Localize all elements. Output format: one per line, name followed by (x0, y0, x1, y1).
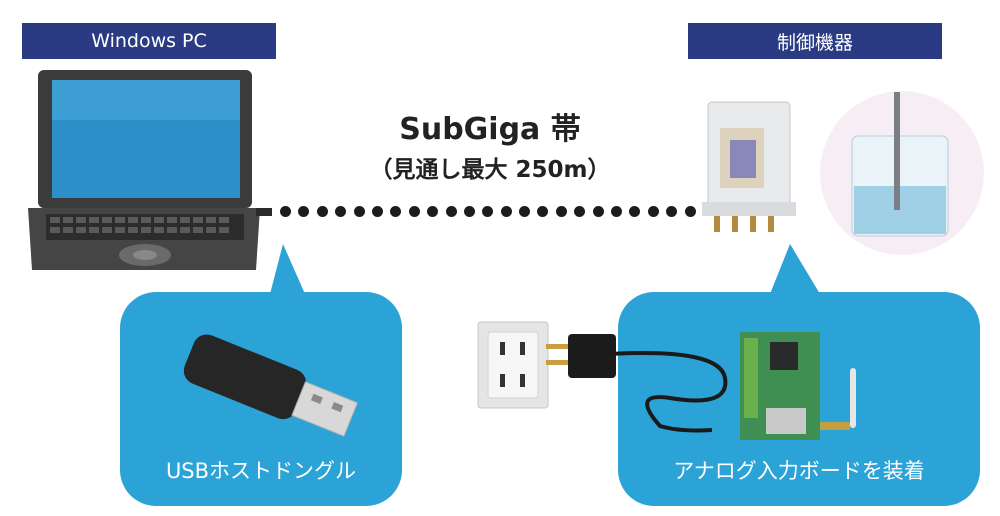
board-bubble-tail (770, 244, 820, 294)
power-adapter-illustration (546, 334, 616, 378)
dongle-bubble-tail (270, 244, 305, 294)
wireless-link-dots (280, 206, 696, 217)
analog-input-board-illustration (609, 332, 856, 440)
power-outlet-illustration (477, 321, 549, 409)
dongle-caption: USBホストドングル (165, 459, 357, 483)
relay-illustration (702, 101, 796, 232)
usb-dongle-illustration (183, 334, 359, 437)
link-title: SubGiga 帯 (399, 112, 581, 147)
device-label: 制御機器 (688, 23, 942, 59)
laptop-illustration (28, 70, 272, 270)
board-caption: アナログ入力ボードを装着 (673, 459, 925, 483)
beaker-sensor-illustration (820, 91, 984, 255)
link-subtitle: （見通し最大 250m） (369, 157, 611, 183)
pc-label: Windows PC (22, 23, 276, 59)
